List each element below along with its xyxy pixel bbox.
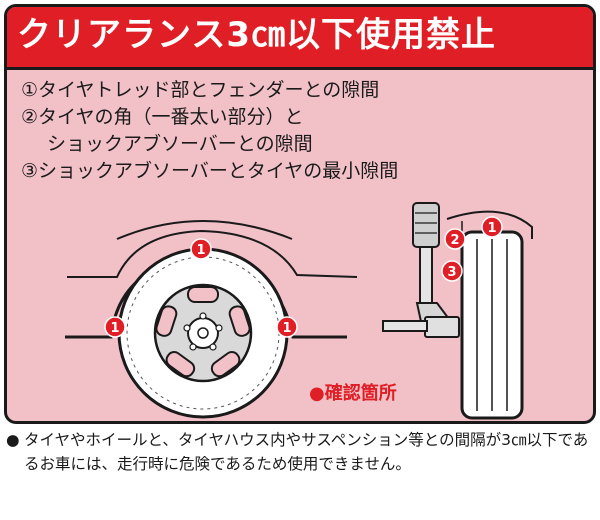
spoke-hole (165, 351, 196, 378)
marker-1-front-view (481, 216, 503, 238)
spoke-hole (210, 351, 241, 378)
spoke-hole (155, 305, 178, 337)
check-item-2-continued: ショックアブソーバーとの隙間 (47, 133, 313, 155)
lug-nut (199, 312, 207, 320)
marker-number: 1 (196, 243, 205, 258)
bullet-icon: ● (6, 431, 20, 449)
check-point-list: ①タイヤトレッド部とフェンダーとの隙間 ②タイヤの角（一番太い部分）と ショック… (21, 77, 398, 185)
lug-nut (183, 324, 191, 332)
check-item-1: ①タイヤトレッド部とフェンダーとの隙間 (21, 79, 380, 101)
lug-nut (215, 324, 223, 332)
check-item-3: ③ショックアブソーバーとタイヤの最小隙間 (21, 160, 399, 182)
lug-nut (189, 343, 197, 351)
check-item-2: ②タイヤの角（一番太い部分）と (21, 106, 304, 128)
marker-1-fender-left (104, 316, 126, 338)
marker-1-fender-right (276, 316, 298, 338)
warning-note-text: タイヤやホイールと、タイヤハウス内やサスペンション等との間隔が3㎝以下であるお車… (24, 431, 589, 473)
wheel-center-cap (197, 327, 209, 339)
page-title: クリアランス3㎝以下使用禁止 (17, 15, 496, 55)
spoke-hole (187, 286, 219, 303)
lower-arm (382, 320, 428, 332)
spoke-hole (228, 305, 251, 337)
shock-absorber-rod (419, 246, 433, 304)
wheel-spoke-holes (155, 286, 251, 378)
check-point-legend: ●確認箇所 (309, 383, 397, 404)
lug-nut (209, 343, 217, 351)
fender-arch-outer (116, 220, 293, 240)
lug-nuts (183, 312, 223, 351)
marker-number: 1 (487, 221, 496, 236)
clearance-diagram: 1 1 1 1 2 3 (65, 202, 533, 420)
title-banner: クリアランス3㎝以下使用禁止 (7, 7, 593, 70)
marker-1-fender-top (190, 238, 212, 260)
marker-number: 2 (450, 233, 459, 248)
clearance-warning-panel: クリアランス3㎝以下使用禁止 ①タイヤトレッド部とフェンダーとの隙間 ②タイヤの… (4, 4, 596, 424)
marker-number: 3 (447, 265, 456, 280)
marker-number: 1 (282, 321, 291, 336)
fender-edge (446, 210, 533, 239)
marker-number: 1 (110, 321, 119, 336)
warning-note: ● タイヤやホイールと、タイヤハウス内やサスペンション等との間隔が3㎝以下である… (6, 428, 596, 476)
car-body-outline (67, 229, 358, 278)
marker-numbers: 1 1 1 1 2 3 (110, 221, 496, 336)
marker-3-front-view (441, 260, 463, 282)
shock-absorber-top (412, 202, 440, 248)
side-view-car-illustration (65, 220, 358, 419)
check-point-markers (104, 216, 503, 338)
marker-2-front-view (444, 228, 466, 250)
axle-hub (424, 316, 460, 338)
front-view-suspension-illustration (382, 202, 533, 420)
